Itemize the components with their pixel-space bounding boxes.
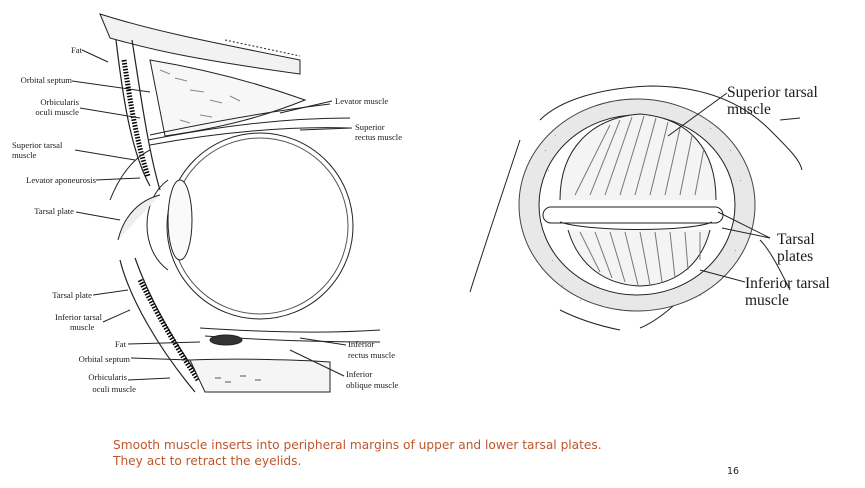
label-orbital-septum-lower: Orbital septum — [79, 354, 131, 364]
label-superior-tarsal-muscle-2: muscle — [727, 101, 771, 118]
label-inferior-rectus-1: Inferior — [348, 339, 374, 349]
label-inferior-tarsal-1: Inferior tarsal — [55, 312, 103, 322]
label-orbicularis-upper-1: Orbicularis — [40, 97, 79, 107]
label-tarsal-plates-1: Tarsal — [777, 231, 815, 248]
label-orbicularis-lower-1: Orbicularis — [88, 372, 127, 382]
label-orbicularis-lower-2: oculi muscle — [92, 384, 136, 394]
label-inferior-rectus-2: rectus muscle — [348, 350, 395, 360]
label-superior-tarsal-1: Superior tarsal — [12, 140, 63, 150]
label-superior-rectus-2: rectus muscle — [355, 132, 402, 142]
caption-line-1: Smooth muscle inserts into peripheral ma… — [113, 438, 602, 452]
page-number: 16 — [727, 466, 740, 477]
label-inferior-oblique-2: oblique muscle — [346, 380, 398, 390]
label-levator-muscle: Levator muscle — [335, 96, 388, 106]
label-tarsal-plates-2: plates — [777, 248, 813, 265]
label-tarsal-plate-lower: Tarsal plate — [52, 290, 92, 300]
label-fat-lower: Fat — [115, 339, 127, 349]
label-levator-aponeurosis: Levator aponeurosis — [26, 175, 97, 185]
tarsal-muscles-frontal-diagram: Superior tarsal muscle Tarsal plates Inf… — [469, 84, 830, 331]
eyelid-sagittal-section-diagram: Fat Orbital septum Orbicularis oculi mus… — [12, 13, 402, 394]
label-inferior-tarsal-2: muscle — [70, 322, 95, 332]
slide-caption: Smooth muscle inserts into peripheral ma… — [113, 437, 753, 469]
label-superior-rectus-1: Superior — [355, 122, 385, 132]
label-inferior-oblique-1: Inferior — [346, 369, 372, 379]
label-superior-tarsal-muscle-1: Superior tarsal — [727, 84, 818, 101]
label-inferior-tarsal-muscle-1: Inferior tarsal — [745, 275, 830, 292]
label-orbital-septum-upper: Orbital septum — [21, 75, 73, 85]
label-inferior-tarsal-muscle-2: muscle — [745, 292, 789, 309]
label-superior-tarsal-2: muscle — [12, 150, 37, 160]
label-tarsal-plate-upper: Tarsal plate — [34, 206, 74, 216]
label-orbicularis-upper-2: oculi muscle — [35, 107, 79, 117]
caption-line-2: They act to retract the eyelids. — [113, 454, 302, 468]
label-fat-upper: Fat — [71, 45, 83, 55]
